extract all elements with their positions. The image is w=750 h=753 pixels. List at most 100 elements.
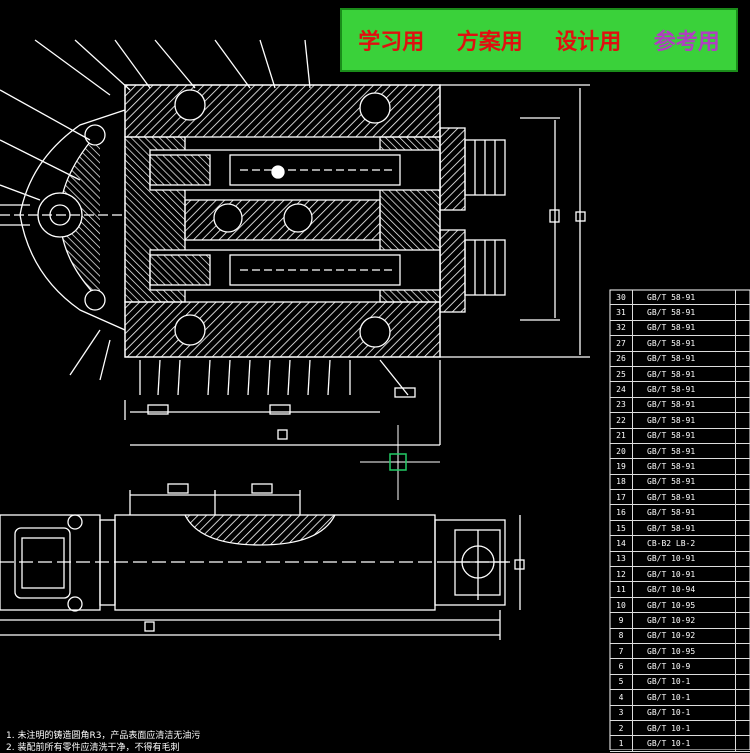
part-code: GB/T 58-91 — [633, 428, 736, 443]
part-number: 14 — [610, 536, 633, 551]
valve-section-view — [0, 39, 590, 446]
part-qty-cell — [736, 505, 750, 519]
part-qty-cell — [736, 352, 750, 366]
part-code: CB-B2 LB-2 — [633, 536, 736, 551]
banner-label-plan: 方案用 — [456, 30, 523, 55]
part-qty-cell — [736, 398, 750, 412]
part-number: 9 — [610, 613, 633, 628]
part-code: GB/T 10-92 — [633, 613, 736, 628]
part-qty-cell — [736, 336, 750, 350]
part-code: GB/T 10-94 — [633, 582, 736, 597]
part-qty-cell — [736, 413, 750, 427]
part-qty-cell — [736, 382, 750, 396]
part-code: GB/T 58-91 — [633, 320, 736, 336]
part-code: GB/T 10-1 — [633, 690, 736, 705]
part-number: 6 — [610, 659, 633, 674]
part-number: 1 — [610, 736, 633, 751]
part-number: 31 — [610, 305, 633, 320]
part-qty-cell — [736, 536, 750, 550]
banner-label-reference: 参考用 — [653, 30, 720, 55]
banner-label-design: 设计用 — [555, 30, 622, 55]
part-qty-cell — [736, 459, 750, 473]
part-qty-cell — [736, 736, 750, 750]
part-code: GB/T 10-1 — [633, 720, 736, 736]
part-code: GB/T 10-95 — [633, 643, 736, 659]
part-qty-cell — [736, 598, 750, 612]
banner-label-study: 学习用 — [358, 30, 425, 55]
part-number: 30 — [610, 290, 633, 305]
usage-banner: 学习用 方案用 设计用 参考用 — [340, 8, 738, 72]
part-code: GB/T 58-91 — [633, 351, 736, 366]
part-code: GB/T 10-9 — [633, 659, 736, 674]
part-qty-cell — [736, 567, 750, 581]
part-number: 12 — [610, 567, 633, 582]
part-number: 23 — [610, 397, 633, 413]
part-code: GB/T 10-91 — [633, 551, 736, 567]
part-number: 27 — [610, 336, 633, 351]
part-qty-cell — [736, 706, 750, 720]
part-code: GB/T 58-91 — [633, 397, 736, 413]
part-code: GB/T 58-91 — [633, 474, 736, 490]
part-number: 18 — [610, 474, 633, 490]
part-number: 13 — [610, 551, 633, 567]
part-code: GB/T 10-1 — [633, 674, 736, 690]
part-number: 16 — [610, 505, 633, 520]
part-code: GB/T 10-92 — [633, 628, 736, 643]
part-number: 8 — [610, 628, 633, 643]
part-qty-cell — [736, 675, 750, 689]
part-number: 32 — [610, 320, 633, 336]
part-code: GB/T 58-91 — [633, 305, 736, 320]
part-code: GB/T 58-91 — [633, 520, 736, 536]
part-qty-cell — [736, 644, 750, 658]
part-number: 26 — [610, 351, 633, 366]
part-code: GB/T 10-1 — [633, 705, 736, 720]
part-qty-cell — [736, 321, 750, 335]
part-code: GB/T 10-95 — [633, 597, 736, 613]
part-number: 5 — [610, 674, 633, 690]
part-code: GB/T 10-1 — [633, 736, 736, 751]
part-number: 11 — [610, 582, 633, 597]
valve-top-view — [0, 483, 525, 640]
part-number: 4 — [610, 690, 633, 705]
part-code: GB/T 10-91 — [633, 567, 736, 582]
part-code: GB/T 58-91 — [633, 382, 736, 397]
part-qty-cell — [736, 521, 750, 535]
part-number: 25 — [610, 366, 633, 382]
part-qty-cell — [736, 690, 750, 704]
part-code: GB/T 58-91 — [633, 413, 736, 428]
tech-note-2: 2. 装配前所有零件应清洗干净，不得有毛刺 — [6, 743, 180, 753]
part-qty-cell — [736, 490, 750, 504]
part-code: GB/T 58-91 — [633, 443, 736, 459]
part-qty-cell — [736, 582, 750, 596]
part-number: 3 — [610, 705, 633, 720]
part-code: GB/T 58-91 — [633, 459, 736, 474]
part-number: 24 — [610, 382, 633, 397]
part-qty-cell — [736, 721, 750, 735]
part-number: 17 — [610, 490, 633, 505]
part-code: GB/T 58-91 — [633, 366, 736, 382]
part-number: 20 — [610, 443, 633, 459]
